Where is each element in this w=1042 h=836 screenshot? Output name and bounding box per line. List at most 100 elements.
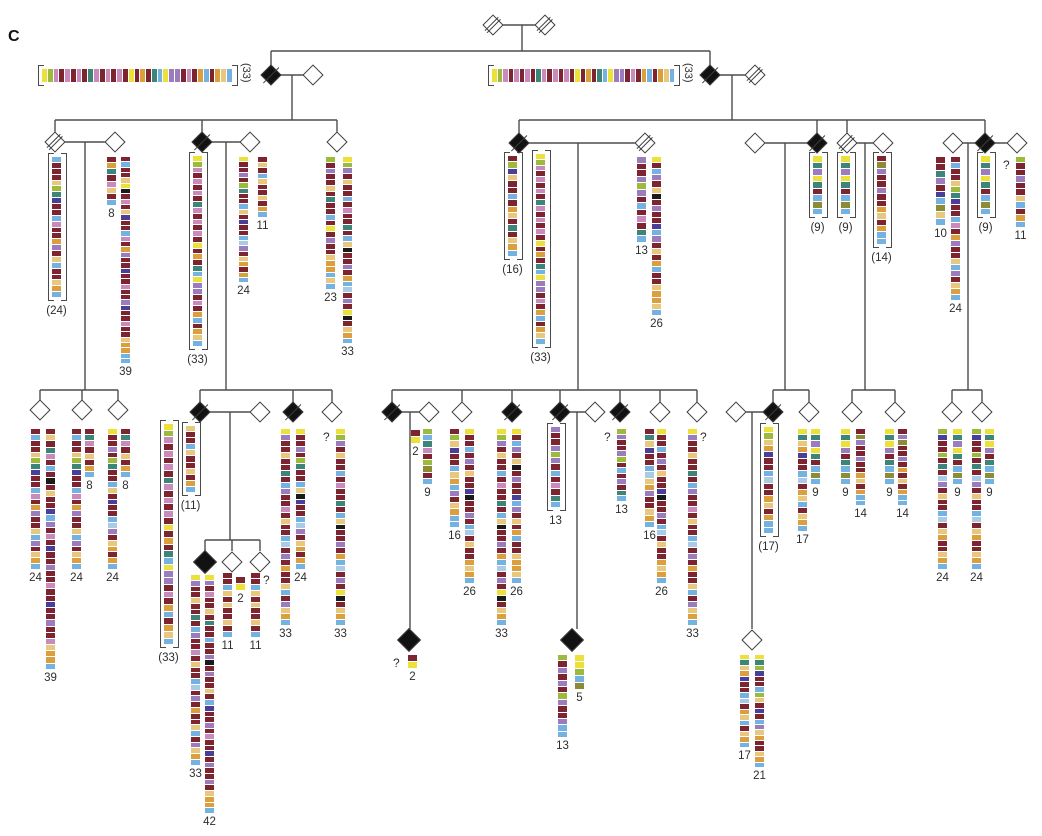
bar-segment — [972, 429, 981, 434]
bar-segment — [343, 281, 352, 287]
bar-segment — [953, 466, 962, 472]
bar-segment — [121, 178, 130, 183]
bar-segment — [108, 540, 117, 546]
bar-segment — [52, 251, 61, 256]
bar-segment — [755, 671, 764, 676]
bar-segment — [205, 700, 214, 705]
bar-segment — [191, 684, 200, 690]
bar-segment — [122, 69, 128, 82]
bar-segment — [645, 466, 654, 472]
bar-segment — [121, 252, 130, 257]
bar-segment — [645, 435, 654, 441]
bar-segment — [811, 466, 820, 472]
bar-count-label: 13 — [615, 504, 628, 516]
bar-segment — [193, 213, 202, 219]
bar-segment — [46, 607, 55, 614]
bar-segment — [652, 248, 661, 254]
bar-segment — [740, 731, 749, 737]
bar-segment — [186, 438, 195, 444]
bar-segment — [938, 546, 947, 552]
bar-segment — [465, 488, 474, 494]
bar-segment — [645, 441, 654, 447]
bar-segment — [164, 564, 173, 571]
bar-segment — [281, 536, 290, 542]
bar-segment — [193, 196, 202, 202]
bar-segment — [186, 468, 195, 474]
bar-segment — [205, 671, 214, 677]
bar-segment — [465, 458, 474, 464]
bar-segment — [740, 671, 749, 676]
bar-segment — [856, 445, 865, 450]
bar-segment — [205, 597, 214, 603]
bar-segment — [536, 321, 545, 327]
bar-segment — [31, 429, 40, 434]
bar-segment — [740, 709, 749, 715]
haplotype-bar — [637, 157, 646, 242]
bar-segment — [281, 518, 290, 524]
bar-segment — [798, 459, 807, 465]
bar-count-label: 17 — [796, 534, 809, 546]
bar-segment — [936, 205, 945, 212]
bar-segment — [450, 484, 459, 490]
bar-segment — [336, 542, 345, 548]
bar-segment — [497, 542, 506, 548]
bar-segment — [530, 69, 536, 82]
bar-segment — [755, 665, 764, 671]
bar-count-label: (16) — [502, 264, 523, 276]
bar-segment — [551, 495, 560, 501]
bar-segment — [503, 69, 508, 82]
bar-count-label: (33) — [187, 354, 208, 366]
bar-segment — [121, 199, 130, 204]
bar-segment — [602, 69, 608, 82]
bar-segment — [688, 512, 697, 518]
bar-segment — [981, 195, 990, 201]
bar-segment — [52, 274, 61, 280]
bar-segment — [764, 483, 773, 489]
bar-segment — [205, 666, 214, 671]
bar-segment — [46, 447, 55, 453]
bar-segment — [52, 262, 61, 268]
bar-segment — [755, 655, 764, 660]
bar-segment — [281, 429, 290, 434]
bar-segment — [637, 196, 646, 203]
bar-segment — [46, 558, 55, 564]
bar-count-label: (14) — [871, 252, 892, 264]
bar-segment — [898, 440, 907, 445]
bar-segment — [688, 458, 697, 464]
bar-segment — [798, 429, 807, 435]
bar-segment — [85, 471, 94, 477]
bar-segment — [764, 452, 773, 458]
bar-segment — [617, 496, 626, 501]
bar-segment — [193, 219, 202, 225]
bar-segment — [191, 661, 200, 667]
bar-segment — [647, 69, 652, 82]
bar-segment — [951, 217, 960, 222]
bar-segment — [608, 69, 614, 82]
bar-segment — [688, 608, 697, 614]
bar-segment — [972, 493, 981, 499]
bar-segment — [31, 452, 40, 458]
bar-segment — [551, 501, 560, 508]
bar-segment — [281, 434, 290, 440]
haplotype-bar — [536, 154, 545, 344]
bar-segment — [497, 458, 506, 464]
bar-segment — [688, 470, 697, 476]
bar-segment — [536, 154, 545, 159]
bar-segment — [657, 440, 666, 446]
bar-segment — [296, 452, 305, 458]
bar-segment — [46, 484, 55, 490]
bar-segment — [798, 526, 807, 532]
bar-segment — [46, 496, 55, 503]
bar-segment — [508, 212, 517, 219]
bar-count-label: 24 — [29, 572, 42, 584]
bar-segment — [121, 215, 130, 220]
bar-segment — [52, 233, 61, 239]
bar-segment — [326, 191, 335, 197]
bar-segment — [108, 523, 117, 528]
bar-segment — [813, 156, 822, 162]
bar-segment — [465, 542, 474, 548]
bar-segment — [688, 620, 697, 625]
haplotype-bar — [450, 429, 459, 527]
bar-segment — [164, 444, 173, 450]
bar-segment — [46, 521, 55, 527]
